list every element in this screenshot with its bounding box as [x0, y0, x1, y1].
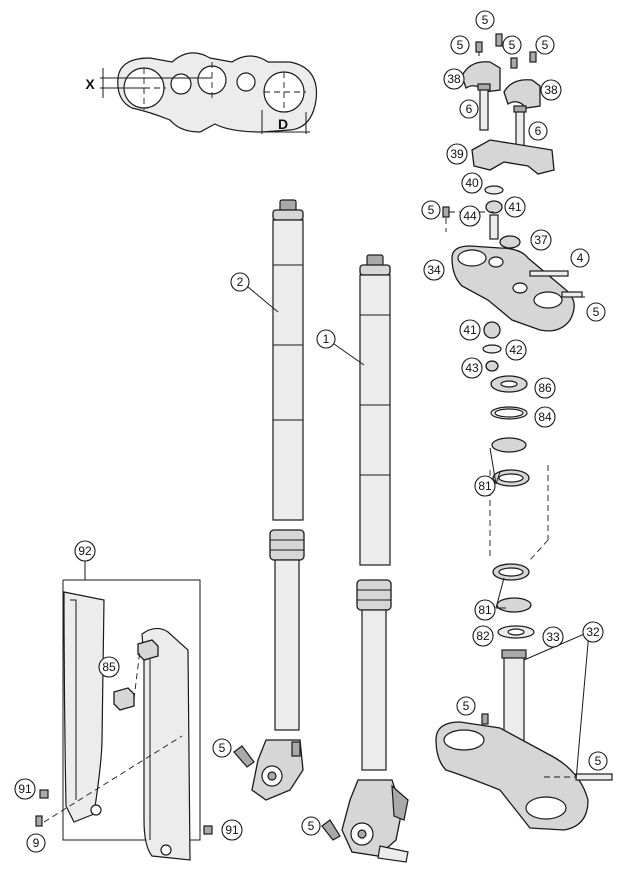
callout-38-label: 38 — [544, 83, 558, 97]
callout-92-label: 92 — [78, 544, 92, 558]
callout-41: 41 — [459, 319, 481, 341]
callout-1-label: 1 — [323, 332, 330, 346]
callout-42-label: 42 — [509, 343, 523, 357]
callout-81-label: 81 — [478, 603, 492, 617]
callout-43: 43 — [461, 357, 483, 379]
callout-41-label: 41 — [463, 323, 477, 337]
callout-44: 44 — [459, 205, 481, 227]
fork-leg-2 — [251, 199, 305, 801]
callout-92: 92 — [74, 540, 96, 562]
callout-9: 9 — [26, 833, 46, 853]
callout-6-label: 6 — [466, 102, 473, 116]
callout-40: 40 — [461, 172, 483, 194]
fork-leg-1 — [341, 254, 409, 863]
callout-42: 42 — [505, 339, 527, 361]
callout-5: 5 — [421, 200, 441, 220]
callout-91: 91 — [14, 778, 36, 800]
callout-91: 91 — [221, 819, 243, 841]
callout-37-label: 37 — [534, 233, 548, 247]
callout-5-label: 5 — [308, 819, 315, 833]
callout-5: 5 — [475, 10, 495, 30]
callout-5: 5 — [450, 35, 470, 55]
callout-86-label: 86 — [538, 381, 552, 395]
callout-38-label: 38 — [447, 72, 461, 86]
callout-85: 85 — [98, 656, 120, 678]
fork-guard-kit — [35, 560, 213, 861]
callout-81: 81 — [474, 475, 496, 497]
callout-82: 82 — [472, 625, 494, 647]
callout-1: 1 — [316, 329, 336, 349]
callout-40-label: 40 — [465, 176, 479, 190]
callout-91-label: 91 — [18, 782, 32, 796]
upper-triple-clamp — [451, 235, 585, 332]
lower-triple-clamp — [435, 649, 613, 831]
callout-84-label: 84 — [538, 410, 552, 424]
callout-38: 38 — [443, 68, 465, 90]
callout-6-label: 6 — [535, 124, 542, 138]
callout-5-label: 5 — [219, 741, 226, 755]
callout-44-label: 44 — [463, 209, 477, 223]
callout-5-label: 5 — [457, 38, 464, 52]
callout-39: 39 — [446, 143, 468, 165]
callout-33: 33 — [542, 626, 564, 648]
callout-32-label: 32 — [586, 625, 600, 639]
dimension-d-label: D — [278, 116, 288, 132]
callout-5: 5 — [301, 816, 321, 836]
callout-38: 38 — [540, 79, 562, 101]
callout-39-label: 39 — [450, 147, 464, 161]
callout-43-label: 43 — [465, 361, 479, 375]
callout-5-label: 5 — [509, 38, 516, 52]
callout-84: 84 — [534, 406, 556, 428]
callout-32: 32 — [582, 621, 604, 643]
callout-6: 6 — [528, 121, 548, 141]
dimension-x-label: X — [85, 76, 95, 92]
callout-5-label: 5 — [595, 754, 602, 768]
callout-9-label: 9 — [33, 836, 40, 850]
callout-37: 37 — [530, 229, 552, 251]
callout-41-label: 41 — [508, 200, 522, 214]
callout-4-label: 4 — [577, 251, 584, 265]
handlebar-clamp-parts — [442, 33, 555, 240]
callout-5: 5 — [588, 751, 608, 771]
callout-5-label: 5 — [542, 38, 549, 52]
loose-bolts — [233, 745, 341, 841]
stem-hardware — [482, 321, 549, 639]
callout-81: 81 — [474, 599, 496, 621]
callout-34: 34 — [423, 259, 445, 281]
callout-91-label: 91 — [225, 823, 239, 837]
callout-5: 5 — [586, 302, 606, 322]
callout-5: 5 — [456, 696, 476, 716]
callout-85-label: 85 — [102, 660, 116, 674]
callout-6: 6 — [459, 99, 479, 119]
callout-5: 5 — [535, 35, 555, 55]
callout-5: 5 — [502, 35, 522, 55]
callout-5-label: 5 — [428, 203, 435, 217]
callout-5-label: 5 — [593, 305, 600, 319]
callout-86: 86 — [534, 377, 556, 399]
callout-2: 2 — [230, 272, 250, 292]
callout-41: 41 — [504, 196, 526, 218]
callout-5-label: 5 — [482, 13, 489, 27]
callout-4: 4 — [570, 248, 590, 268]
triple-clamp-detail: X D — [85, 52, 318, 134]
callout-5: 5 — [212, 738, 232, 758]
callout-33-label: 33 — [546, 630, 560, 644]
callout-34-label: 34 — [427, 263, 441, 277]
callout-82-label: 82 — [476, 629, 490, 643]
callout-2-label: 2 — [237, 275, 244, 289]
callout-5-label: 5 — [463, 699, 470, 713]
callout-81-label: 81 — [478, 479, 492, 493]
